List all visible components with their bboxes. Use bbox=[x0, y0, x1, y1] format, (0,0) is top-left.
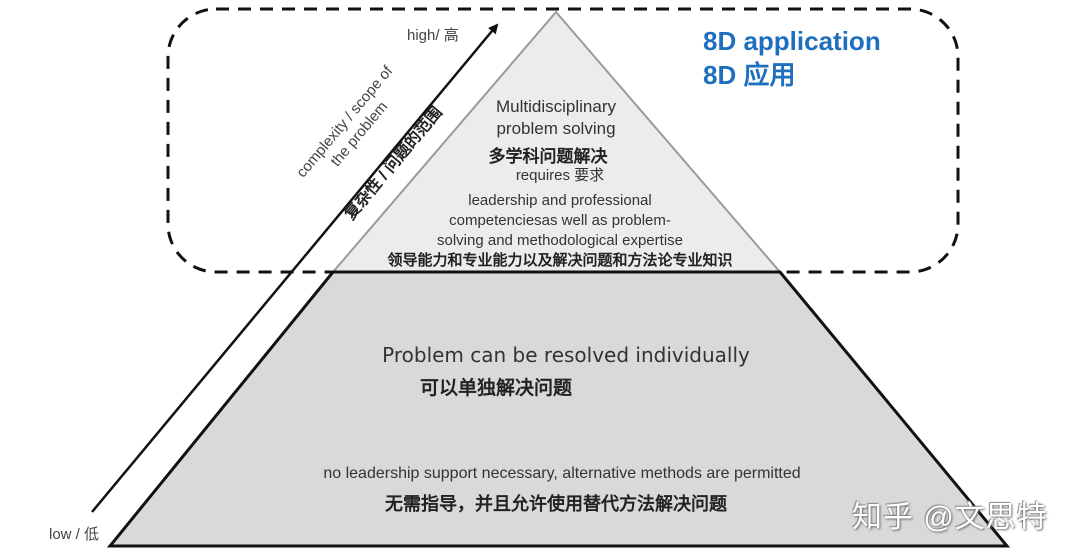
axis-high-label: high/ 高 bbox=[407, 27, 459, 44]
lower-description: no leadership support necessary, alterna… bbox=[323, 465, 801, 482]
upper-heading-line2: problem solving bbox=[496, 119, 616, 138]
upper-requires: requires 要求 bbox=[515, 167, 605, 184]
axis-low-label: low / 低 bbox=[49, 526, 100, 543]
lower-heading-cn: 可以单独解决问题 bbox=[419, 378, 573, 399]
upper-heading-line1: Multidisciplinary bbox=[496, 97, 616, 116]
lower-heading: Problem can be resolved individually bbox=[382, 343, 750, 367]
lower-pyramid-level bbox=[106, 270, 1011, 548]
upper-heading-cn: 多学科问题解决 bbox=[488, 147, 608, 166]
upper-description: leadership and professional competencies… bbox=[437, 191, 683, 251]
lower-description-cn: 无需指导，并且允许使用替代方法解决问题 bbox=[385, 494, 727, 514]
title-8d-application-cn: 8D 应用 bbox=[703, 60, 796, 90]
upper-desc-line3: solving and methodological expertise bbox=[437, 232, 683, 249]
upper-desc-line2: competenciesas well as problem- bbox=[449, 212, 671, 229]
upper-desc-line1: leadership and professional bbox=[468, 192, 652, 209]
upper-description-cn: 领导能力和专业能力以及解决问题和方法论专业知识 bbox=[387, 252, 733, 269]
complexity-axis-arrow bbox=[91, 23, 499, 513]
zhihu-watermark: 知乎 @文思特 bbox=[852, 501, 1048, 534]
title-8d-application: 8D application bbox=[703, 26, 881, 56]
upper-heading: Multidisciplinary problem solving bbox=[496, 96, 616, 140]
